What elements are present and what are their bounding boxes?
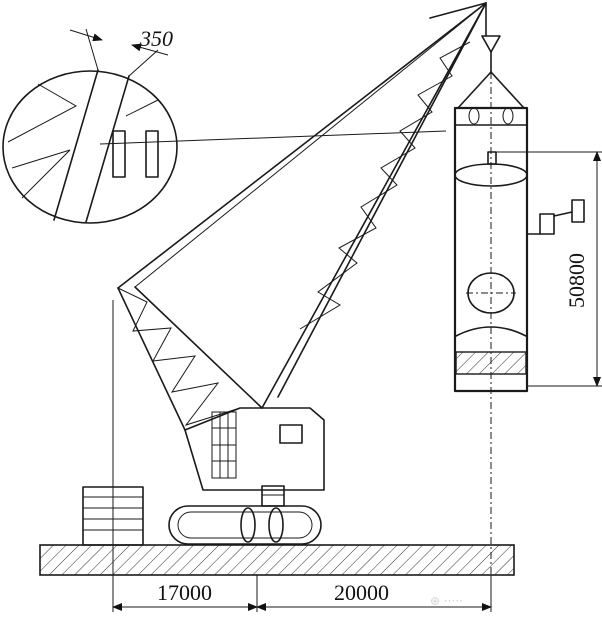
vessel-height-label: 50800 — [564, 253, 589, 308]
detail-width-label: 350 — [139, 26, 173, 51]
lift-radius-label: 20000 — [334, 580, 389, 605]
horizontal-dimensions: 17000 20000 — [112, 300, 492, 612]
detail-magnifier: 350 — [2, 26, 447, 224]
side-nozzle — [526, 199, 585, 235]
hook-block — [457, 2, 525, 109]
vessel-height-dimension: 50800 — [496, 151, 602, 387]
slewing-post — [261, 485, 285, 507]
back-mast-truss — [117, 286, 263, 431]
watermark: ⊕ ····· — [430, 594, 463, 608]
crane-cab — [184, 407, 325, 491]
counterweight-distance-label: 17000 — [157, 580, 212, 605]
ground-slab — [39, 544, 515, 576]
boom-truss — [261, 2, 487, 409]
stay-ropes — [117, 2, 487, 289]
lifted-vessel — [453, 72, 529, 600]
crawler-track — [168, 505, 322, 545]
